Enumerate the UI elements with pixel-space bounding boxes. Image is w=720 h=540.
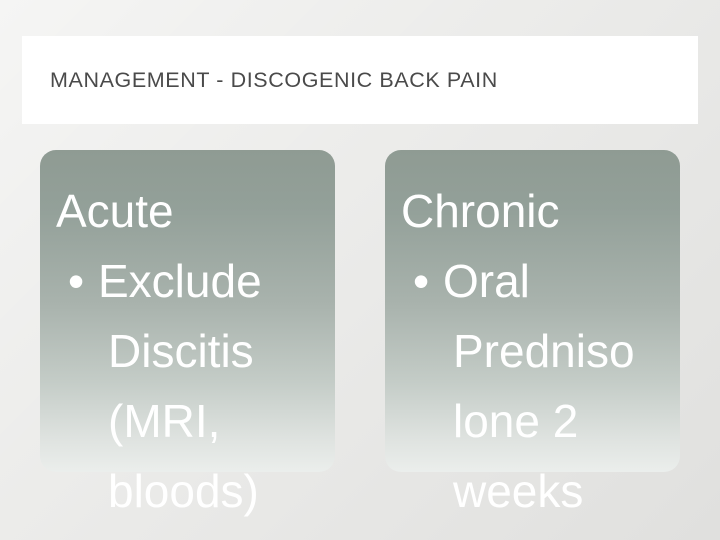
card-acute bbox=[40, 150, 335, 472]
card-chronic-heading: Chronic bbox=[401, 185, 560, 237]
card-chronic-text: Chronic •Oral Predniso lone 2 weeks bbox=[393, 150, 720, 526]
slide-title-bar: MANAGEMENT - DISCOGENIC BACK PAIN bbox=[22, 36, 698, 124]
bullet-icon: • bbox=[68, 255, 85, 307]
card-acute-heading: Acute bbox=[56, 185, 174, 237]
card-chronic-line-1: Predniso bbox=[453, 325, 635, 377]
card-acute-text: Acute •Exclude Discitis (MRI, bloods) bbox=[48, 150, 378, 526]
card-acute-line-3: bloods) bbox=[108, 465, 259, 517]
page-title: MANAGEMENT - DISCOGENIC BACK PAIN bbox=[50, 67, 498, 92]
content-area: Acute •Exclude Discitis (MRI, bloods) Ch… bbox=[40, 150, 680, 530]
card-chronic-bullet-text: Oral bbox=[443, 255, 530, 307]
card-chronic-line-3: weeks bbox=[453, 465, 584, 517]
card-acute-line-2: (MRI, bbox=[108, 395, 221, 447]
card-chronic bbox=[385, 150, 680, 472]
card-acute-bullet: •Exclude bbox=[56, 246, 378, 316]
card-acute-bullet-text: Exclude bbox=[98, 255, 262, 307]
card-chronic-line-2: lone 2 bbox=[453, 395, 579, 447]
card-chronic-bullet: •Oral bbox=[401, 246, 720, 316]
card-acute-line-1: Discitis bbox=[108, 325, 254, 377]
bullet-icon: • bbox=[413, 255, 430, 307]
